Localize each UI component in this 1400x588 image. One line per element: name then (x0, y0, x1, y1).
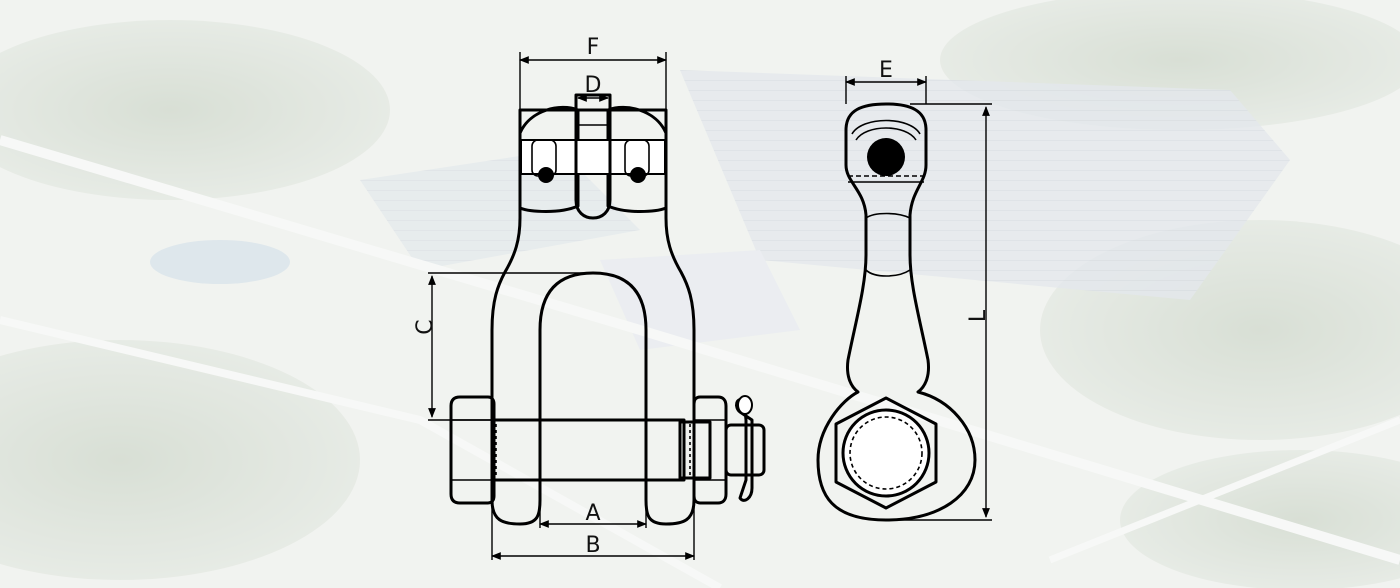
detent-ball-left (538, 167, 554, 183)
side-view: E L (816, 58, 992, 522)
central-stud (574, 93, 612, 220)
dim-label-f: F (587, 35, 600, 60)
dim-label-b: B (585, 533, 600, 558)
dim-label-c: C (413, 319, 438, 334)
dim-label-a: A (585, 501, 600, 526)
cotter-pin (735, 395, 754, 502)
dim-label-l: L (966, 309, 991, 322)
bolt-hex-head (449, 395, 496, 505)
dim-label-e: E (879, 58, 893, 83)
side-link-outline (816, 102, 977, 522)
dim-label-d: D (585, 73, 602, 98)
bolt-thread (495, 420, 712, 480)
side-ball (867, 138, 905, 176)
detent-ball-right (630, 167, 646, 183)
front-view: F D C A B (413, 35, 766, 560)
shackle-body-outline (490, 108, 696, 526)
hex-nut (692, 395, 728, 505)
bolt-shank (492, 418, 686, 482)
section-window (520, 139, 666, 175)
side-hex-nut (834, 396, 938, 510)
side-bolt-circle (841, 408, 931, 498)
